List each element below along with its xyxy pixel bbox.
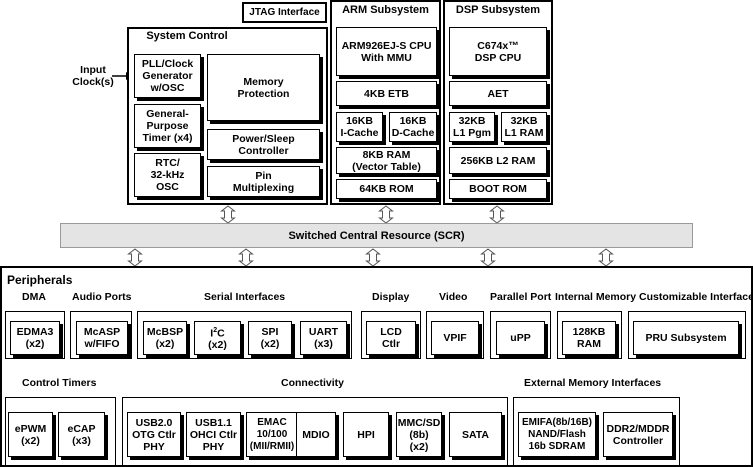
spi-block: SPI (x2) xyxy=(248,321,292,355)
serial-interfaces-group xyxy=(137,311,352,359)
pru-subsystem-block: PRU Subsystem xyxy=(633,321,739,355)
ddr2-mddr-controller-block: DDR2/MDDR Controller xyxy=(603,412,673,457)
dcache-block: 16KB D-Cache xyxy=(389,112,437,142)
memory-protection-block: Memory Protection xyxy=(207,54,320,121)
dma-group xyxy=(5,311,65,359)
parallel-port-category: Parallel Port xyxy=(490,291,552,303)
i2c-label-superscript: 2 xyxy=(213,326,218,334)
internal-memory-group xyxy=(557,311,622,359)
arm-subsystem-title: ARM Subsystem xyxy=(342,4,429,16)
aet-block: AET xyxy=(449,81,547,106)
edma3-block: EDMA3 (x2) xyxy=(10,321,60,355)
jtag-interface-label: JTAG Interface xyxy=(249,6,320,18)
i2c-block: I2C (x2) xyxy=(194,321,241,355)
peripherals-title: Peripherals xyxy=(7,273,73,287)
power-sleep-controller-block: Power/Sleep Controller xyxy=(207,129,320,160)
bus-arrow-bottom-4 xyxy=(480,248,496,267)
audio-ports-group xyxy=(70,311,132,359)
dma-category: DMA xyxy=(22,291,46,303)
bus-arrow-top-2 xyxy=(378,205,394,224)
audio-ports-category: Audio Ports xyxy=(72,291,132,303)
rtc-osc-block: RTC/ 32-kHz OSC xyxy=(134,153,201,197)
uart-block: UART (x3) xyxy=(300,321,347,355)
internal-memory-category: Internal Memory xyxy=(555,291,637,303)
video-group xyxy=(426,311,484,359)
mmc-sd-block: MMC/SD (8b) (x2) xyxy=(396,412,442,457)
serial-interfaces-category: Serial Interfaces xyxy=(204,291,286,303)
parallel-port-group xyxy=(490,311,551,359)
scr-bar: Switched Central Resource (SCR) xyxy=(60,223,693,248)
l1-pgm-block: 32KB L1 Pgm xyxy=(449,112,495,142)
usb20-otg-block: USB2.0 OTG Ctlr PHY xyxy=(127,412,181,457)
vpif-block: VPIF xyxy=(431,321,479,355)
mcasp-block: McASP w/FIFO xyxy=(76,321,128,355)
customizable-interface-category: Customizable Interface xyxy=(639,291,753,303)
arm926-cpu-block: ARM926EJ-S CPU With MMU xyxy=(336,27,437,76)
bus-arrow-bottom-5 xyxy=(598,248,614,267)
lcd-controller-block: LCD Ctlr xyxy=(366,321,416,355)
bus-arrow-top-3 xyxy=(489,205,505,224)
boot-rom-block: BOOT ROM xyxy=(449,179,547,199)
epwm-block: ePWM (x2) xyxy=(8,412,53,457)
i2c-label-tail: C (x2) xyxy=(208,327,227,352)
bus-arrow-bottom-3 xyxy=(365,248,381,267)
hpi-block: HPI xyxy=(343,412,389,457)
display-category: Display xyxy=(372,291,410,303)
general-purpose-timer-block: General- Purpose Timer (x4) xyxy=(134,104,201,148)
l2-ram-block: 256KB L2 RAM xyxy=(449,147,547,174)
bus-arrow-bottom-2 xyxy=(238,248,254,267)
pin-multiplexing-block: Pin Multiplexing xyxy=(207,166,320,197)
system-control-title: System Control xyxy=(146,30,228,42)
scr-label: Switched Central Resource (SCR) xyxy=(288,229,465,242)
usb11-ohci-block: USB1.1 OHCI Ctlr PHY xyxy=(186,412,241,457)
ecap-block: eCAP (x3) xyxy=(58,412,105,457)
pll-clock-generator-block: PLL/Clock Generator w/OSC xyxy=(134,54,201,98)
arm-rom-block: 64KB ROM xyxy=(336,179,437,199)
i2c-label-main: I xyxy=(210,327,214,340)
upp-block: uPP xyxy=(496,321,545,355)
dsp-cpu-block: C674x™ DSP CPU xyxy=(449,27,547,76)
sata-block: SATA xyxy=(449,412,502,457)
customizable-interface-group xyxy=(628,311,746,359)
emifa-block: EMIFA(8b/16B) NAND/Flash 16b SDRAM xyxy=(518,412,596,457)
external-memory-category: External Memory Interfaces xyxy=(524,377,662,389)
arm-ram-block: 8KB RAM (Vector Table) xyxy=(336,147,437,174)
l1-ram-block: 32KB L1 RAM xyxy=(501,112,547,142)
mcbsp-block: McBSP (x2) xyxy=(143,321,187,355)
input-clock-label: Input Clock(s) xyxy=(72,64,114,88)
display-group xyxy=(361,311,421,359)
ram-128kb-block: 128KB RAM xyxy=(562,321,616,355)
jtag-interface-block: JTAG Interface xyxy=(242,2,327,23)
external-memory-group xyxy=(513,397,680,467)
control-timers-category: Control Timers xyxy=(22,377,97,389)
bus-arrow-bottom-1 xyxy=(127,248,143,267)
mdio-block: MDIO xyxy=(296,412,336,457)
control-timers-group xyxy=(5,397,116,467)
dsp-subsystem-title: DSP Subsystem xyxy=(455,4,541,16)
icache-block: 16KB I-Cache xyxy=(336,112,383,142)
bus-arrow-top-1 xyxy=(220,205,236,224)
connectivity-category: Connectivity xyxy=(281,377,345,389)
etb-block: 4KB ETB xyxy=(336,81,437,106)
emac-block: EMAC 10/100 (MII/RMII) xyxy=(246,412,298,457)
video-category: Video xyxy=(439,291,468,303)
connectivity-group xyxy=(122,397,508,467)
